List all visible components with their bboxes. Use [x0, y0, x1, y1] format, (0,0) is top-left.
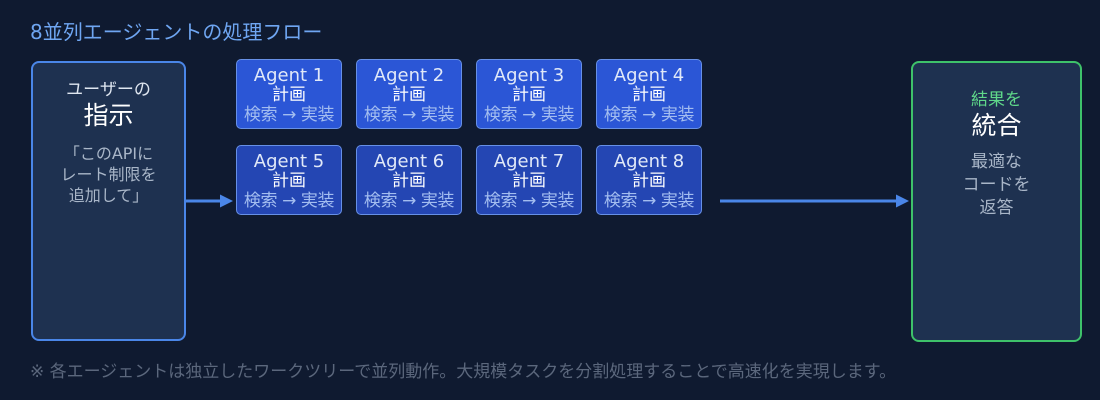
agent-name: Agent 8 — [613, 151, 685, 172]
agent-steps: 検索 → 実装 — [363, 105, 455, 125]
desc-line: 最適な — [971, 152, 1022, 172]
agent-box-7: Agent 7 計画 検索 → 実装 — [476, 145, 582, 215]
agent-steps: 検索 → 実装 — [603, 191, 695, 211]
agent-plan: 計画 — [632, 85, 666, 105]
agent-steps: 検索 → 実装 — [243, 191, 335, 211]
input-to-agents-arrow — [186, 194, 233, 208]
footnote: ※ 各エージェントは独立したワークツリーで並列動作。大規模タスクを分割処理するこ… — [30, 362, 897, 382]
agent-steps: 検索 → 実装 — [603, 105, 695, 125]
agent-plan: 計画 — [392, 85, 426, 105]
agent-box-6: Agent 6 計画 検索 → 実装 — [356, 145, 462, 215]
agent-plan: 計画 — [272, 171, 306, 191]
agent-steps: 検索 → 実装 — [363, 191, 455, 211]
agent-box-3: Agent 3 計画 検索 → 実装 — [476, 59, 582, 129]
agent-name: Agent 7 — [493, 151, 565, 172]
agents-to-output-arrow — [720, 194, 909, 208]
agent-plan: 計画 — [392, 171, 426, 191]
agent-name: Agent 6 — [373, 151, 445, 172]
agent-name: Agent 4 — [613, 65, 685, 86]
quote-line: 追加して」 — [68, 186, 149, 205]
desc-line: コードを — [962, 175, 1031, 195]
agent-plan: 計画 — [512, 171, 546, 191]
output-description: 最適な コードを 返答 — [913, 151, 1080, 220]
agent-steps: 検索 → 実装 — [483, 105, 575, 125]
agent-box-8: Agent 8 計画 検索 → 実装 — [596, 145, 702, 215]
instruction-quote: 「このAPIに レート制限を 追加して」 — [33, 143, 184, 206]
diagram-title: 8並列エージェントの処理フロー — [30, 20, 323, 44]
quote-line: 「このAPIに — [63, 144, 154, 163]
agent-box-4: Agent 4 計画 検索 → 実装 — [596, 59, 702, 129]
output-subtitle: 結果を — [971, 90, 1022, 110]
agent-steps: 検索 → 実装 — [483, 191, 575, 211]
output-heading: 統合 — [971, 111, 1022, 140]
agent-name: Agent 2 — [373, 65, 445, 86]
agent-box-1: Agent 1 計画 検索 → 実装 — [236, 59, 342, 129]
agent-plan: 計画 — [632, 171, 666, 191]
agent-box-5: Agent 5 計画 検索 → 実装 — [236, 145, 342, 215]
integration-output-box: 結果を 統合 最適な コードを 返答 — [911, 61, 1082, 342]
desc-line: 返答 — [979, 198, 1014, 218]
quote-line: レート制限を — [60, 165, 157, 184]
agent-name: Agent 5 — [253, 151, 325, 172]
agent-name: Agent 3 — [493, 65, 565, 86]
user-instruction-box: ユーザーの 指示 「このAPIに レート制限を 追加して」 — [31, 61, 186, 341]
input-heading: 指示 — [83, 101, 134, 130]
agent-plan: 計画 — [272, 85, 306, 105]
agent-name: Agent 1 — [253, 65, 325, 86]
input-subtitle: ユーザーの — [66, 80, 151, 100]
agent-plan: 計画 — [512, 85, 546, 105]
agent-steps: 検索 → 実装 — [243, 105, 335, 125]
agent-box-2: Agent 2 計画 検索 → 実装 — [356, 59, 462, 129]
